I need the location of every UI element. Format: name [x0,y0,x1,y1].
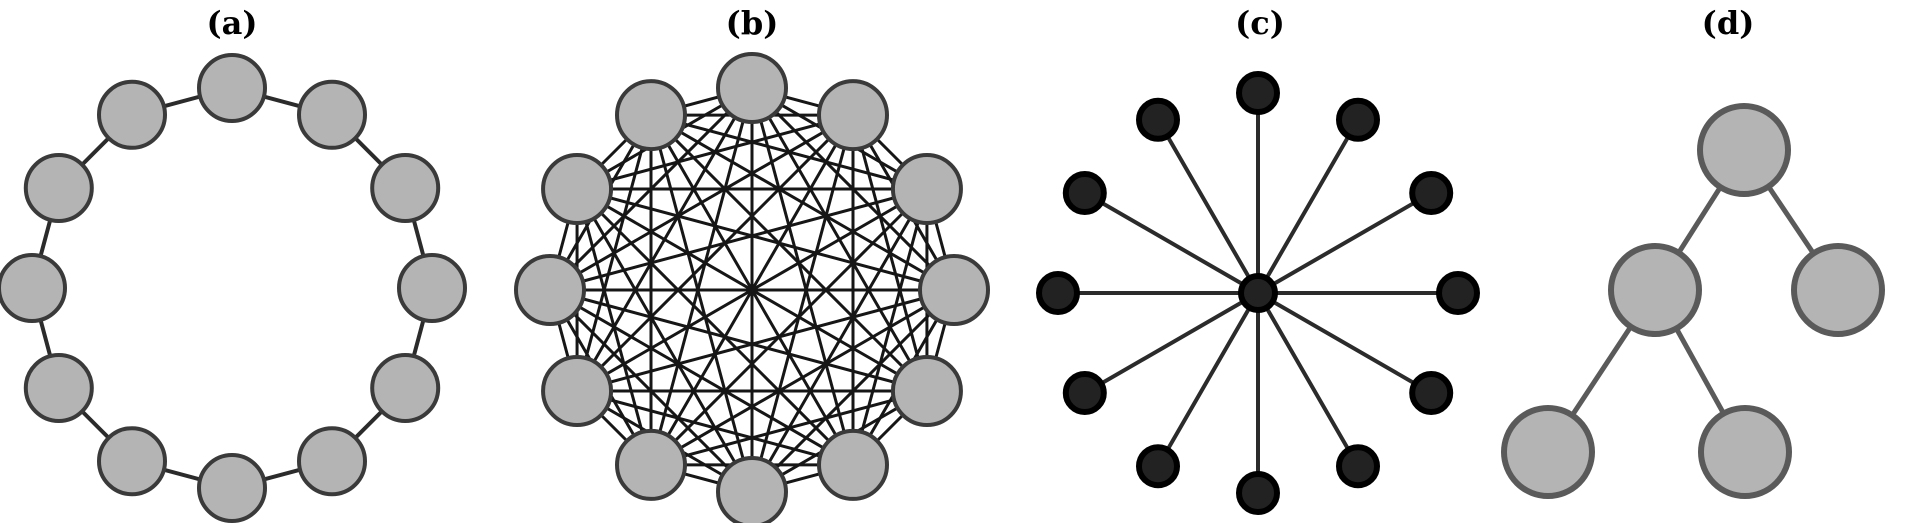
mesh-edge [549,288,854,467]
ring-node [23,153,94,223]
tree-node [1698,405,1792,499]
ring-node [23,353,94,423]
star-leaf-node [1136,97,1180,142]
panel-c-label: (c) [1235,4,1285,42]
star-leaf-node [1336,97,1380,142]
star-edge [1156,117,1260,295]
star-hub-node [1238,273,1278,313]
ring-node [297,426,367,497]
mesh-edge [549,288,928,393]
ring-node [197,53,267,123]
ring-node [370,153,441,223]
ring-node [397,253,467,323]
ring-node [197,453,267,523]
tree-root-node [1697,103,1791,197]
ring-topology [0,53,467,523]
panel-a-label: (a) [206,4,257,42]
tree-node [1501,405,1595,499]
tree-topology [1501,103,1885,499]
star-leaf-node [1062,371,1107,415]
mesh-edge [649,114,855,466]
mesh-edge [649,87,754,466]
mesh-node [716,456,788,523]
star-leaf-node [1436,271,1480,315]
mesh-node [541,153,614,225]
mesh-node [615,79,687,152]
tree-node [1791,243,1885,337]
star-leaf-node [1409,371,1454,415]
star-leaf-node [1236,71,1280,115]
mesh-edge [576,187,855,466]
mesh-edge [650,113,928,191]
mesh-edge [649,114,754,493]
mesh-edge [576,114,855,393]
mesh-edge [750,114,855,493]
mesh-node [890,355,963,427]
ring-node [370,353,441,423]
mesh-edge [576,288,955,393]
star-leaf-node [1036,271,1080,315]
mesh-node [817,79,889,152]
mesh-topology [514,52,990,523]
mesh-node [890,153,963,225]
star-edge [1256,191,1434,295]
star-edge [1082,191,1260,295]
star-edge [1082,291,1260,395]
star-edge [1256,291,1360,469]
mesh-node [615,428,687,501]
mesh-node [541,355,614,427]
mesh-edge [549,187,928,292]
mesh-edge [576,187,955,292]
star-edge [1256,291,1434,395]
mesh-edge [575,188,653,466]
ring-node [97,79,167,150]
mesh-edge [575,114,653,392]
mesh-edge [750,87,855,466]
star-leaf-node [1336,444,1380,489]
star-leaf-node [1136,444,1180,489]
mesh-edge [649,187,928,466]
mesh-node [817,428,889,501]
panel-d-label: (d) [1702,4,1755,42]
star-leaf-node [1409,171,1454,215]
mesh-edge [575,188,754,493]
mesh-node [918,254,990,326]
mesh-node [716,52,788,124]
tree-node [1608,243,1702,337]
star-edge [1256,117,1360,295]
ring-node [0,253,67,323]
mesh-edge [650,113,955,292]
mesh-node [514,254,586,326]
mesh-edge [649,114,928,393]
star-leaf-node [1062,171,1107,215]
ring-node [97,426,167,497]
star-leaf-node [1236,471,1280,515]
star-edge [1156,291,1260,469]
panel-b-label: (b) [726,4,779,42]
ring-node [297,79,367,150]
star-topology [1036,71,1480,515]
